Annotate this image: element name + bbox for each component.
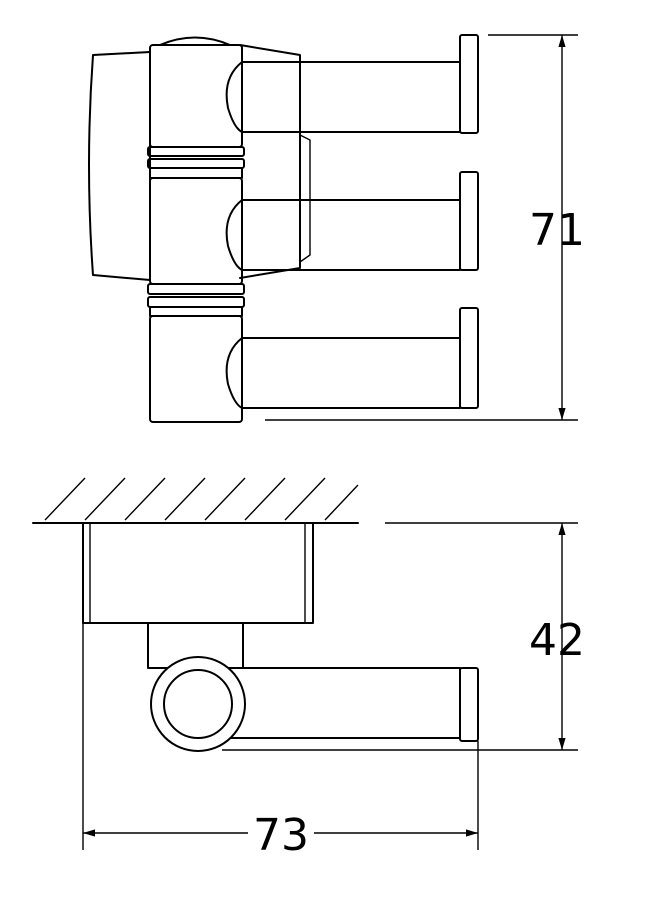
dimension-height: 71 <box>265 34 585 421</box>
hook-end-cap-3 <box>459 307 479 409</box>
wall-hatching <box>32 477 359 524</box>
side-view: 42 73 <box>32 477 585 861</box>
dimension-label-42: 42 <box>529 615 585 666</box>
pivot-block-1 <box>149 44 243 148</box>
dimension-label-71: 71 <box>529 205 585 256</box>
hook-arm-3 <box>225 307 479 409</box>
hook-arm-2 <box>225 171 479 271</box>
mounting-plate-right <box>239 44 301 279</box>
pivot-block-2 <box>149 177 243 285</box>
front-view: 71 <box>88 34 585 423</box>
dimension-depth: 42 <box>222 522 585 751</box>
hook-end-cap-2 <box>459 171 479 271</box>
top-cap <box>159 36 231 46</box>
mounting-plate <box>88 51 151 281</box>
dimension-width: 73 <box>82 623 479 861</box>
hook-arm-1 <box>225 34 479 134</box>
side-pivot-ring <box>150 656 246 752</box>
ring-spacer-2 <box>147 283 245 317</box>
side-mounting-base <box>82 522 314 624</box>
hook-end-cap-1 <box>459 34 479 134</box>
side-hook-arm <box>204 667 479 742</box>
ring-spacer-1 <box>147 146 245 179</box>
dimension-label-73: 73 <box>253 810 309 861</box>
side-hook-end-cap <box>459 667 479 742</box>
pivot-block-3 <box>149 315 243 423</box>
